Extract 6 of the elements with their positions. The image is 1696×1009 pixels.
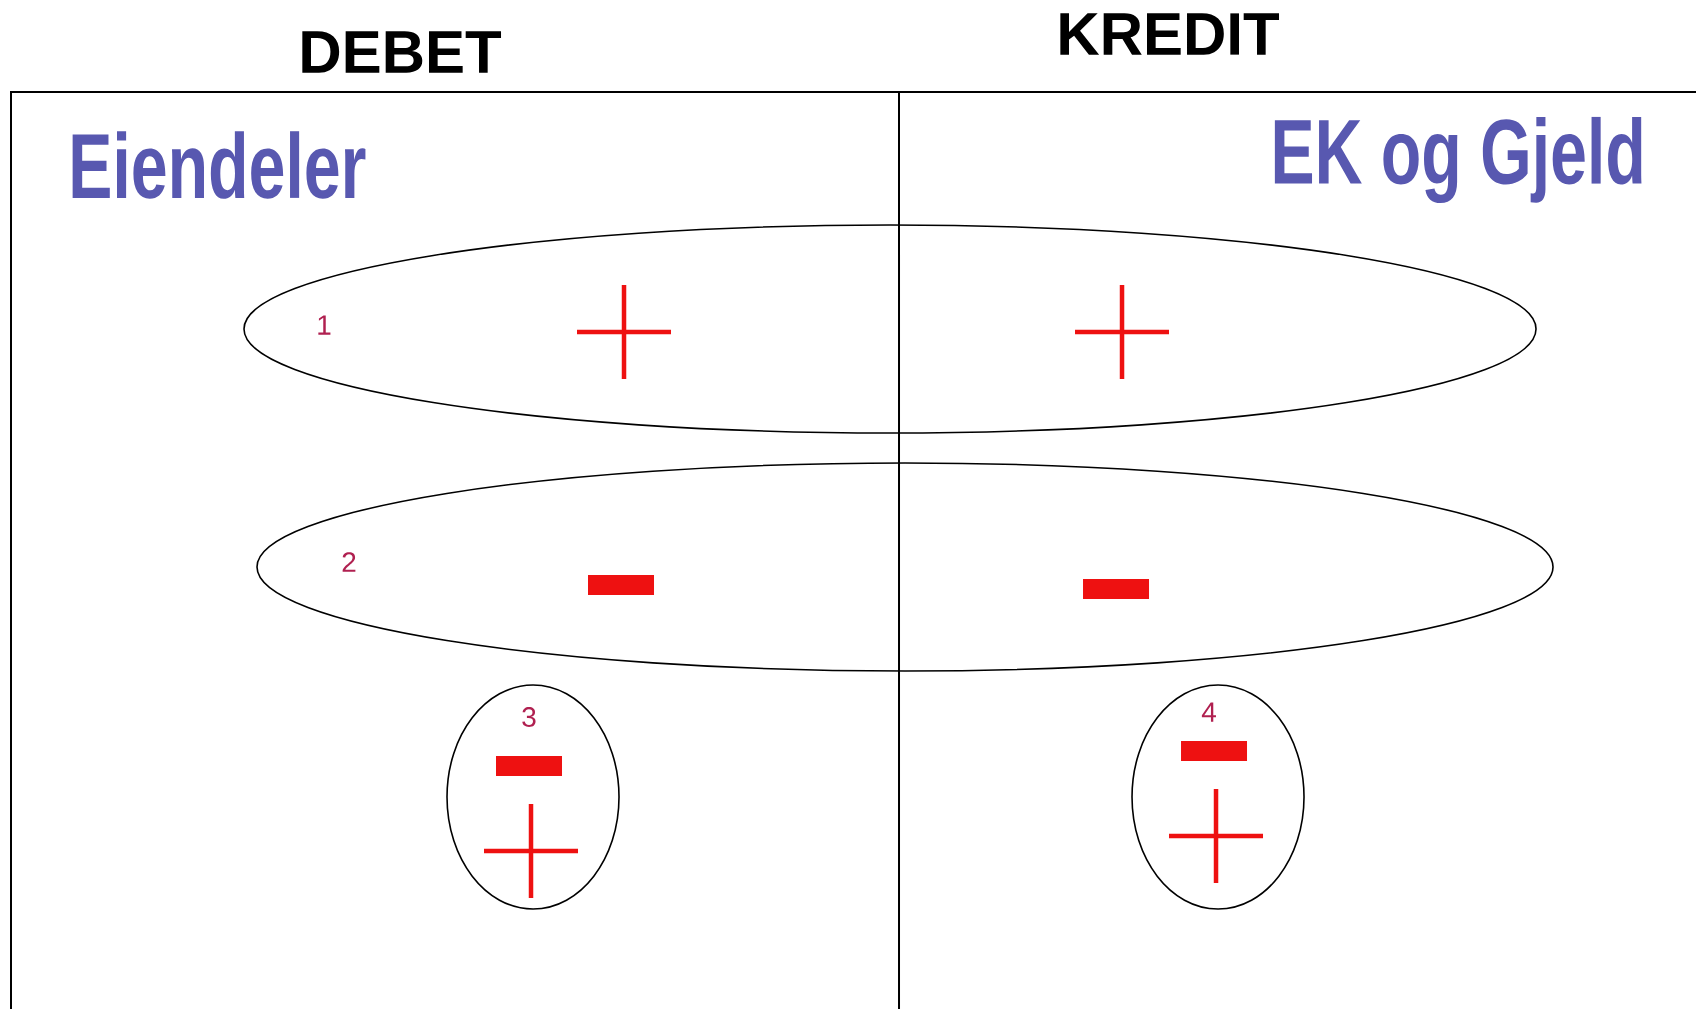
oval: 3 [446,684,620,910]
column-heading: KREDIT [1060,13,1279,55]
column-heading: DEBET [302,31,501,73]
side-title: EK og Gjeld [1274,116,1642,204]
side-title: Eiendeler [72,131,366,199]
oval: 4 [1131,684,1305,910]
